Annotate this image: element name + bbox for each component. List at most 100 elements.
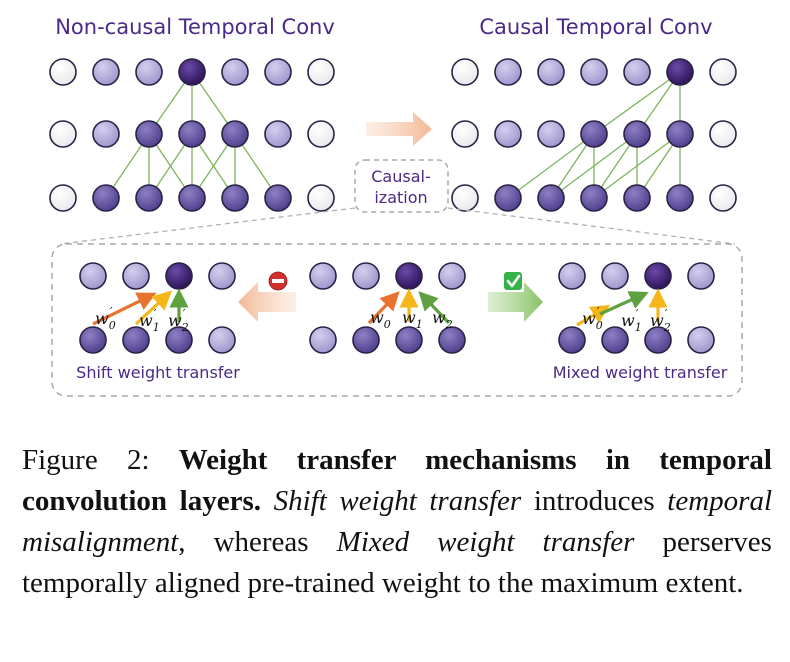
node [165, 326, 193, 354]
arrow-w1 [599, 291, 649, 316]
weight-label-w2-prime: w2′ [650, 307, 671, 334]
caption-italic-misalignment: temporal misalignment [22, 485, 772, 558]
diagram: Non-causal Temporal Conv Causal Temporal… [49, 15, 743, 397]
node [623, 184, 651, 212]
figure-caption: Figure 2: Weight transfer mechanisms in … [22, 440, 772, 604]
caption-text2: , whereas [178, 526, 337, 558]
arrow-w0 [367, 291, 400, 325]
node [623, 58, 651, 86]
weight-label-w0-prime: w0′ [95, 305, 116, 332]
node [208, 262, 236, 290]
node [687, 262, 715, 290]
node [438, 262, 466, 290]
node [309, 262, 337, 290]
node [601, 262, 629, 290]
node [49, 58, 77, 86]
weight-label-w1-prime: w1′ [621, 307, 642, 334]
caption-prefix: Figure 2: [22, 444, 179, 476]
node [644, 262, 672, 290]
node [494, 58, 522, 86]
node [580, 58, 608, 86]
causal-title: Causal Temporal Conv [479, 15, 712, 39]
node [178, 58, 206, 86]
weight-label-w1: w1 [402, 308, 423, 331]
caption-italic-shift: Shift weight transfer [273, 485, 522, 517]
node [537, 184, 565, 212]
no-entry-icon [268, 271, 288, 291]
node [221, 120, 249, 148]
node [178, 120, 206, 148]
node [601, 326, 629, 354]
node [580, 184, 608, 212]
node [395, 326, 423, 354]
node [709, 120, 737, 148]
shift-weight-transfer-label: Shift weight transfer [76, 363, 240, 382]
node [264, 120, 292, 148]
node [221, 58, 249, 86]
causalization-label-line1: Causal- [371, 167, 430, 186]
mixed-weight-transfer-label: Mixed weight transfer [553, 363, 728, 382]
causalization-box [354, 159, 449, 213]
node [208, 326, 236, 354]
node [558, 326, 586, 354]
node [666, 120, 694, 148]
shift-group: w0′ w1′ w2′ Shift weight transfer [76, 262, 240, 382]
noncausal-title: Non-causal Temporal Conv [55, 15, 335, 39]
node [122, 262, 150, 290]
weight-label-w0-prime: w0′ [582, 305, 603, 332]
node [165, 262, 193, 290]
node [352, 326, 380, 354]
node [307, 184, 335, 212]
caption-italic-mixed: Mixed weight transfer [336, 526, 635, 558]
weight-label-w2-prime: w2′ [168, 307, 189, 334]
node [687, 326, 715, 354]
node [580, 120, 608, 148]
original-group: w0 w1 w2 [309, 262, 466, 354]
node [79, 326, 107, 354]
node [709, 58, 737, 86]
node [644, 326, 672, 354]
check-mark-icon [504, 272, 522, 290]
node [395, 262, 423, 290]
caption-text3: perserves temporally aligned pre-trained… [22, 526, 772, 599]
causal-nodes [451, 58, 737, 212]
node [307, 58, 335, 86]
caption-text1: introduces [521, 485, 668, 517]
node [309, 326, 337, 354]
node [451, 184, 479, 212]
node [49, 120, 77, 148]
node [122, 326, 150, 354]
transition-arrow [366, 112, 432, 146]
weight-label-w2: w2 [432, 308, 453, 331]
node [494, 120, 522, 148]
node [709, 184, 737, 212]
node [352, 262, 380, 290]
mixed-group: w0′ w1′ w2′ Mixed weight transfer [553, 262, 728, 382]
node [221, 184, 249, 212]
node [494, 184, 522, 212]
node [558, 262, 586, 290]
node [451, 58, 479, 86]
node [264, 58, 292, 86]
arrow-w0 [576, 305, 611, 327]
weight-label-w1-prime: w1′ [139, 307, 160, 334]
node [92, 120, 120, 148]
arrow-w2 [418, 291, 451, 325]
noncausal-nodes [49, 58, 335, 212]
node [264, 184, 292, 212]
node [307, 120, 335, 148]
node [537, 120, 565, 148]
node [666, 58, 694, 86]
node [178, 184, 206, 212]
funnel-lines [59, 207, 736, 245]
node [135, 58, 163, 86]
caption-bold: Weight transfer mechanisms in temporal c… [22, 444, 772, 517]
node [92, 184, 120, 212]
node [438, 326, 466, 354]
node [135, 120, 163, 148]
node [666, 184, 694, 212]
arrow-w1 [134, 290, 173, 326]
node [92, 58, 120, 86]
node [135, 184, 163, 212]
weight-label-w0: w0 [370, 308, 391, 331]
